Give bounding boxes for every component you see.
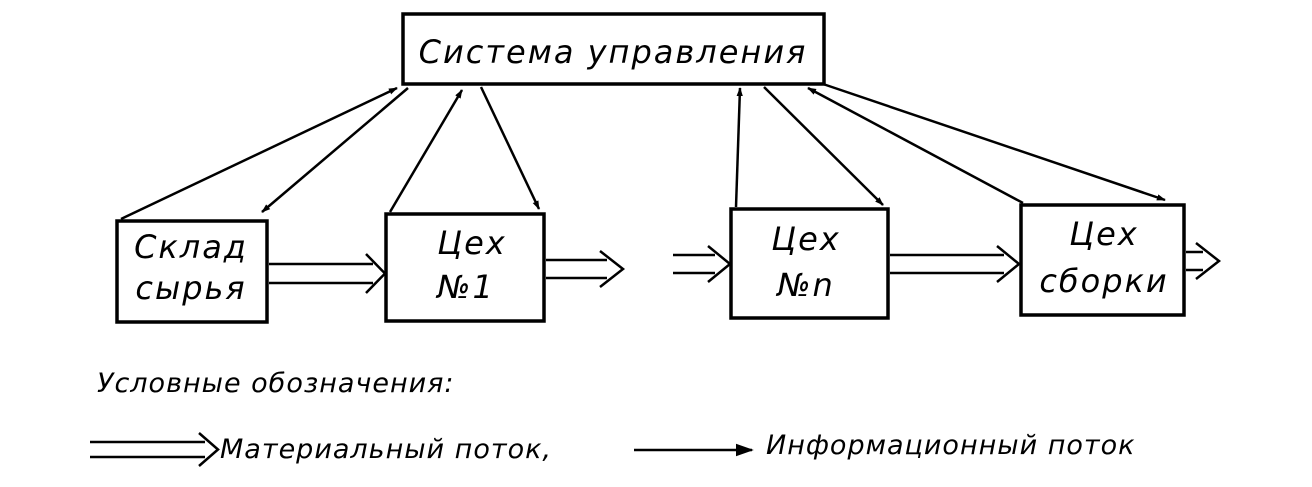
control-system-box (401, 12, 826, 86)
shopn-label-line2: №n (775, 266, 835, 304)
warehouse-label-line1: Склад (134, 228, 248, 266)
info-arrow-assembly-to-control (807, 86, 1024, 205)
legend-material-arrow (90, 432, 220, 467)
legend-title: Условные обозначения: (97, 368, 455, 399)
shop1-label-line2: №1 (435, 268, 495, 306)
shop1-label-line1: Цех (437, 224, 506, 262)
info-arrow-control-to-shopn (763, 86, 884, 206)
legend-material-label: Материальный поток, (220, 434, 552, 465)
warehouse-label-line2: сырья (135, 269, 246, 307)
shop1-box (384, 212, 546, 323)
info-arrow-shopn-to-control (734, 87, 743, 208)
assembly-box (1019, 203, 1186, 317)
assembly-label-line1: Цех (1069, 215, 1138, 253)
material-arrow-warehouse-to-shop1 (269, 253, 387, 294)
info-arrow-control-to-shop1 (479, 86, 541, 210)
info-arrow-control-to-warehouse (261, 87, 409, 213)
info-arrow-warehouse-to-control (120, 86, 398, 221)
shopn-label-line1: Цех (771, 220, 840, 258)
info-arrow-control-to-assembly (822, 82, 1166, 202)
control-system-label: Система управления (419, 33, 808, 71)
material-arrow-shopn-to-assembly (890, 245, 1021, 283)
legend-information-label: Информационный поток (766, 430, 1135, 461)
info-arrow-shop1-to-control (388, 89, 464, 213)
assembly-label-line2: сборки (1039, 262, 1168, 300)
warehouse-box (115, 219, 269, 324)
material-arrow-assembly-out (1186, 242, 1222, 280)
shopn-box (729, 207, 890, 320)
material-arrow-shop1-out (546, 250, 626, 288)
material-arrow-shopn-in (673, 245, 732, 283)
